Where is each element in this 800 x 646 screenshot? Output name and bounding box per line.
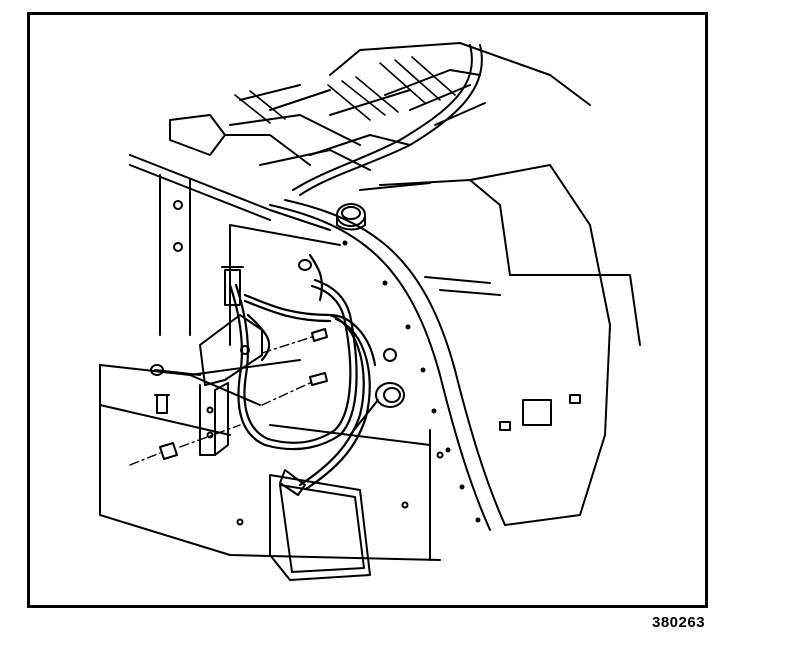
connectors — [221, 203, 405, 496]
diagram-frame — [27, 12, 708, 608]
wiring-harness — [228, 253, 377, 491]
mounting-bracket — [150, 314, 263, 456]
technical-illustration — [99, 42, 641, 581]
alignment-lines — [129, 336, 313, 466]
cable-loop — [292, 44, 483, 196]
lower-tail-panel — [99, 359, 444, 561]
studs-and-nuts — [154, 328, 328, 460]
upper-body-panel — [229, 42, 591, 146]
floor-ribs — [234, 56, 456, 124]
trim-cover — [269, 474, 371, 581]
flange-rivets — [342, 240, 481, 523]
quarter-panel — [269, 164, 641, 531]
figure-number: 380263 — [652, 614, 706, 631]
